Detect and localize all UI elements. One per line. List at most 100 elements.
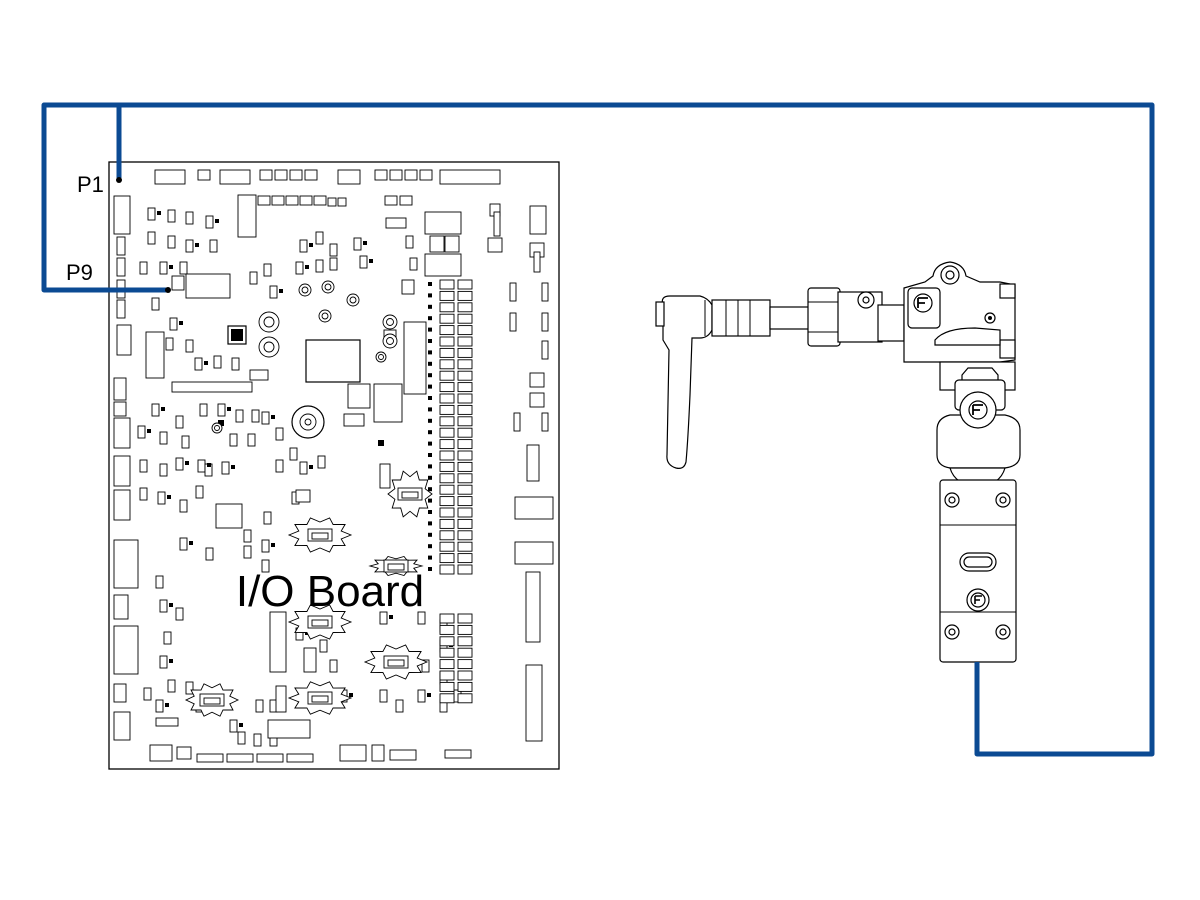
pcb-pad: [428, 521, 432, 526]
f-logo-icon: [966, 588, 990, 612]
pcb-pad: [428, 316, 432, 321]
pcb-component: [439, 325, 455, 336]
pcb-component: [181, 435, 190, 449]
switch-handle: [661, 295, 713, 469]
pcb-component: [167, 209, 176, 223]
pcb-component: [513, 412, 521, 432]
pcb-component: [487, 237, 503, 253]
pcb-component: [139, 459, 148, 473]
pcb-component: [457, 473, 473, 484]
pcb-component: [457, 393, 473, 404]
shaft: [769, 306, 811, 330]
pcb-via: [179, 321, 183, 325]
pcb-via: [169, 265, 173, 269]
pcb-pad: [428, 453, 432, 457]
pcb-component: [139, 487, 148, 501]
top-connector: [389, 169, 403, 181]
pcb-via: [157, 211, 161, 215]
pcb-component: [384, 195, 398, 206]
f-logo-icon: [913, 293, 933, 313]
pcb-pad: [428, 282, 432, 286]
pcb-pad: [428, 384, 432, 389]
pcb-via: [239, 723, 243, 727]
pcb-via: [305, 265, 309, 269]
pcb-component: [175, 457, 184, 471]
edge-connector: [113, 711, 131, 741]
pcb-via: [369, 259, 373, 263]
pcb-component: [179, 537, 188, 551]
pcb-component: [143, 687, 152, 701]
pcb-component: [263, 511, 272, 525]
pcb-component: [171, 275, 185, 291]
pcb-component: [439, 518, 455, 529]
pcb-component: [167, 235, 176, 249]
pcb-component: [315, 231, 324, 245]
pcb-component: [439, 624, 455, 635]
pcb-component: [359, 255, 368, 269]
pcb-component: [235, 409, 244, 423]
pcb-component: [409, 257, 418, 271]
pcb-component: [171, 381, 253, 393]
pcb-component: [237, 194, 257, 238]
pcb-component: [541, 340, 549, 360]
wire-p1: [116, 102, 1155, 757]
top-connector: [154, 169, 186, 185]
pcb-component: [457, 382, 473, 393]
safety-switch: [655, 261, 1021, 663]
pcb-component: [439, 313, 455, 324]
pcb-pad: [428, 339, 432, 343]
edge-connector: [113, 489, 131, 521]
pcb-component: [263, 263, 272, 277]
pcb-component: [387, 659, 405, 667]
pcb-pad: [428, 418, 432, 423]
pcb-pad: [428, 304, 432, 309]
pcb-via: [204, 361, 208, 365]
shaft-collar: [711, 299, 771, 337]
pcb-component: [439, 564, 455, 575]
pcb-pad: [428, 487, 432, 492]
pcb-component: [159, 655, 168, 669]
pcb-component: [429, 235, 445, 253]
pcb-via: [207, 463, 211, 467]
pcb-component: [214, 425, 220, 431]
pcb-component: [269, 285, 278, 299]
edge-connector: [113, 539, 139, 589]
pcb-component: [439, 647, 455, 658]
pcb-component: [493, 211, 501, 237]
pcb-component: [313, 195, 327, 206]
pcb-pad: [428, 464, 432, 469]
edge-connector: [113, 401, 127, 417]
top-connector: [304, 169, 318, 181]
pcb-component: [457, 670, 473, 681]
shaft-bracket: [877, 304, 905, 342]
pcb-component: [457, 336, 473, 347]
pcb-component: [457, 439, 473, 450]
pcb-component: [541, 412, 549, 432]
pcb-component: [321, 312, 329, 320]
pcb-component: [439, 507, 455, 518]
pcb-component: [457, 693, 473, 704]
pcb-component: [457, 541, 473, 552]
top-connector: [404, 169, 418, 181]
top-connector: [374, 169, 388, 181]
pcb-component: [424, 211, 462, 235]
pcb-component: [541, 282, 549, 302]
pcb-component: [155, 575, 164, 589]
pcb-component: [329, 257, 338, 271]
pcb-via: [427, 693, 431, 697]
pcb-pad: [428, 430, 432, 435]
pcb-component: [401, 279, 415, 295]
pcb-component: [457, 553, 473, 564]
pcb-component: [439, 496, 455, 507]
pcb-component: [185, 339, 194, 353]
pcb-component: [317, 455, 326, 469]
wiring: [41, 102, 1155, 757]
p9-terminal: [165, 287, 171, 293]
pcb-component: [386, 337, 394, 345]
bottom-connector: [226, 753, 254, 763]
pcb-component: [457, 370, 473, 381]
bottom-connector: [176, 746, 192, 760]
pcb-component: [231, 357, 240, 371]
pcb-component: [439, 382, 455, 393]
